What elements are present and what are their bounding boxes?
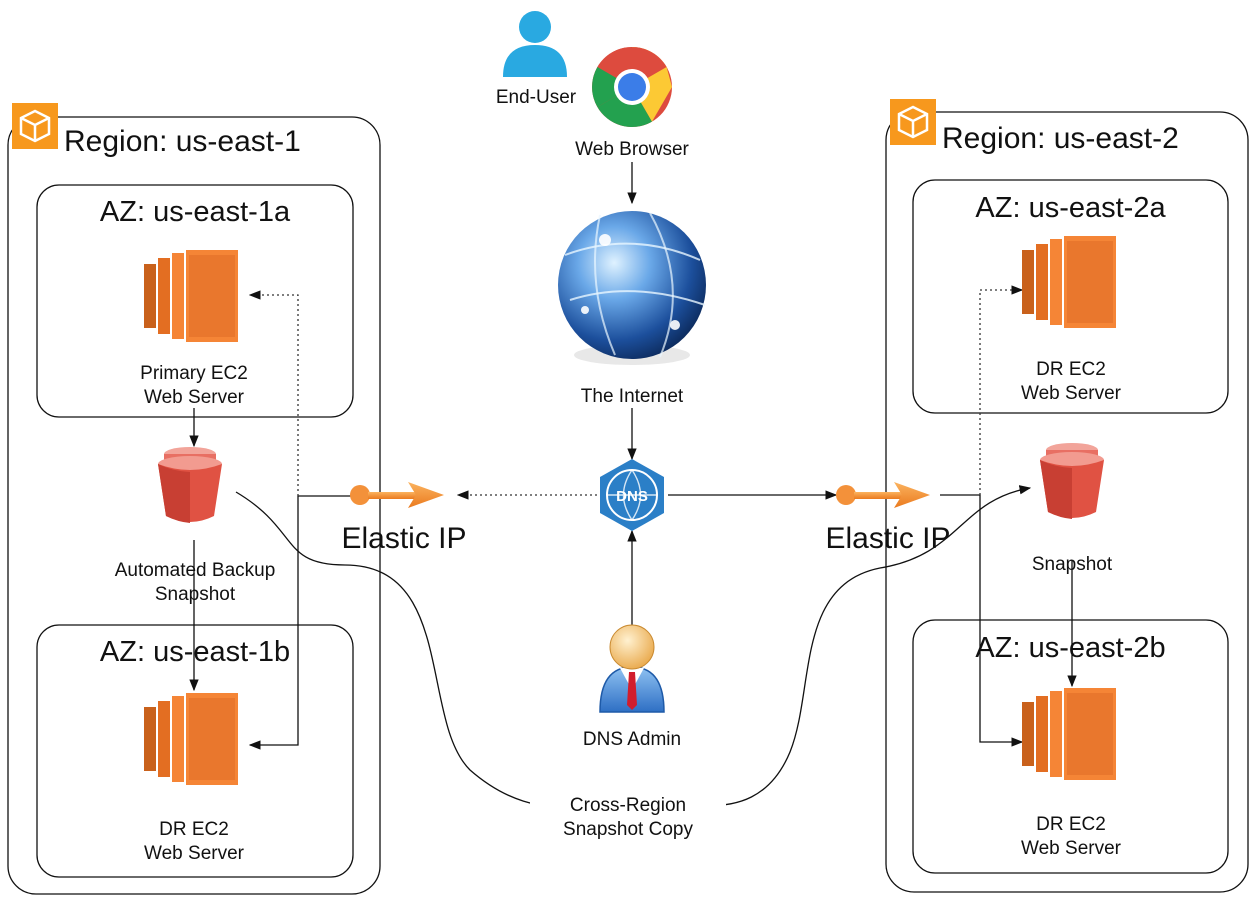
web-browser-label: Web Browser: [575, 139, 689, 160]
elastic-ip-icon: [836, 482, 930, 508]
eip-to-dr-2a-dotted-line: [979, 285, 1024, 495]
internet-label: The Internet: [580, 386, 684, 407]
elastic-ip-right-label: Elastic IP: [825, 522, 951, 555]
az-us-east-2b-box: [912, 619, 1229, 874]
user-icon: [503, 11, 567, 77]
az-us-east-1a-box: [36, 184, 354, 418]
eip-to-dr-1b-line: [248, 495, 352, 750]
admin-icon: [599, 624, 665, 713]
region-us-east-2-box: [885, 111, 1249, 893]
region-icon: [10, 101, 60, 151]
dns-label: DNS: [616, 488, 648, 505]
region-icon: [888, 97, 938, 147]
ec2-icon: [144, 250, 238, 342]
eip-to-primary-dotted-line: [248, 290, 299, 496]
primary-server-label: Primary EC2 Web Server: [140, 363, 248, 408]
dr-server-2a-label: DR EC2 Web Server: [1021, 359, 1121, 404]
elastic-ip-left-label: Elastic IP: [341, 522, 467, 555]
dns-icon: DNS: [600, 459, 664, 531]
s3-bucket-icon: [1040, 443, 1104, 519]
elastic-ip-icon: [350, 482, 444, 508]
snapshot-label: Snapshot: [1031, 554, 1113, 575]
az-us-east-1b-box: [36, 624, 354, 878]
ec2-icon: [144, 693, 238, 785]
chrome-icon: [592, 47, 672, 127]
dr-server-1b-label: DR EC2 Web Server: [144, 819, 244, 864]
region-us-east-2-title: Region: us-east-2: [942, 122, 1179, 155]
s3-bucket-icon: [158, 447, 222, 523]
az-us-east-2b-title: AZ: us-east-2b: [975, 632, 1166, 664]
ec2-icon: [1022, 236, 1116, 328]
region-us-east-1-box: [7, 116, 381, 895]
dns-admin-label: DNS Admin: [582, 729, 682, 750]
cross-region-copy-label: Cross-Region Snapshot Copy: [530, 794, 726, 842]
ec2-icon: [1022, 688, 1116, 780]
backup-snapshot-label: Automated Backup Snapshot: [114, 560, 276, 605]
az-us-east-2a-box: [912, 179, 1229, 414]
az-us-east-2a-title: AZ: us-east-2a: [975, 192, 1166, 224]
end-user-label: End-User: [495, 87, 577, 108]
region-us-east-1-title: Region: us-east-1: [64, 125, 301, 158]
az-us-east-1a-title: AZ: us-east-1a: [99, 196, 291, 228]
cross-region-copy-line-right: [705, 485, 1032, 807]
az-us-east-1b-title: AZ: us-east-1b: [99, 636, 291, 668]
globe-icon: [558, 211, 706, 365]
eip-to-dr-2b-line: [940, 494, 1024, 747]
cross-region-copy-line: [235, 491, 553, 807]
dr-server-2b-label: DR EC2 Web Server: [1021, 814, 1121, 859]
